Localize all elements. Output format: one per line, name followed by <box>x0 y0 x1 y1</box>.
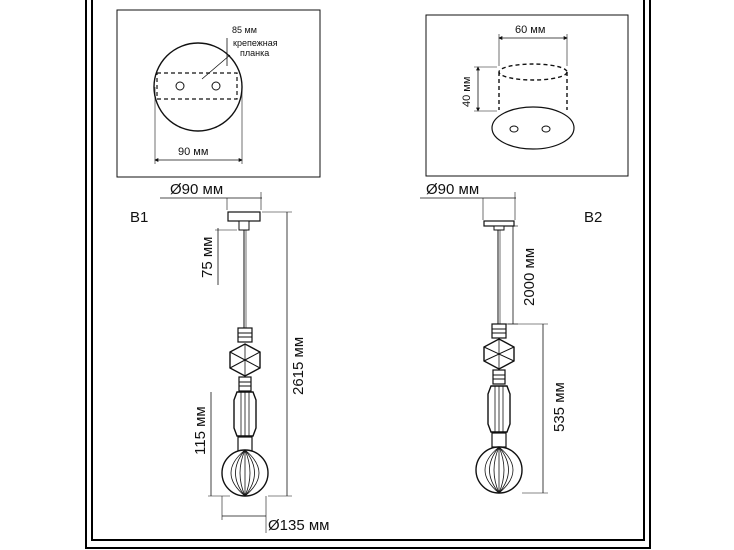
lamp-b2: B2 Ø90 мм 2000 мм <box>420 181 602 494</box>
plate-hole-left <box>509 125 519 133</box>
inner-frame <box>91 0 645 541</box>
canopy-b2-view: 60 мм 40 мм <box>425 14 629 177</box>
cylinder-top <box>498 63 568 81</box>
variant-b2-label: B2 <box>584 209 602 226</box>
mounting-bracket <box>156 72 238 100</box>
b1-canopy-stem <box>238 220 250 231</box>
b2-connector-top <box>491 323 507 339</box>
canopy-b1-box <box>116 9 321 178</box>
variant-b1-label: B1 <box>130 209 148 226</box>
b2-dim-535-label: 535 мм <box>551 382 568 432</box>
b1-dim-75-label: 75 мм <box>199 237 216 278</box>
canopy-b2-box <box>425 14 629 177</box>
b2-connector-mid <box>492 369 506 385</box>
bracket-label-line1: крепежная <box>233 38 278 48</box>
b2-dim-2000-label: 2000 мм <box>521 248 538 306</box>
ceiling-plate <box>491 106 575 150</box>
bracket-hole-left <box>175 81 185 91</box>
dim-40-label: 40 мм <box>461 77 473 107</box>
dim-90-label: 90 мм <box>178 146 208 158</box>
canopy-b1-plan-view: 85 мм крепежная планка 90 мм <box>116 9 321 178</box>
lamp-b1: B1 Ø90 мм 75 мм <box>130 181 330 534</box>
b1-socket <box>237 436 253 452</box>
outer-frame <box>85 0 651 549</box>
bracket-label-line2: планка <box>240 48 269 58</box>
b2-canopy-stem <box>493 225 505 231</box>
b1-shade-ribs <box>230 449 260 497</box>
b2-socket <box>491 432 507 448</box>
b1-dim-115-label: 115 мм <box>192 406 209 455</box>
b2-shade-ribs <box>484 446 514 494</box>
dim-85-label: 85 мм <box>232 25 257 35</box>
b1-shade-diameter-label: Ø135 мм <box>268 517 330 534</box>
b1-dim-total-label: 2615 мм <box>290 337 307 395</box>
b1-connector-mid <box>238 376 252 392</box>
b1-connector-top <box>237 327 253 343</box>
bracket-hole-right <box>211 81 221 91</box>
b1-canopy <box>227 211 261 222</box>
b1-canopy-diameter-label: Ø90 мм <box>170 181 223 198</box>
b2-canopy-diameter-label: Ø90 мм <box>426 181 479 198</box>
dim-60-label: 60 мм <box>515 24 545 36</box>
b2-canopy <box>483 220 515 227</box>
plate-hole-right <box>541 125 551 133</box>
bracket-leader-line <box>201 54 231 80</box>
